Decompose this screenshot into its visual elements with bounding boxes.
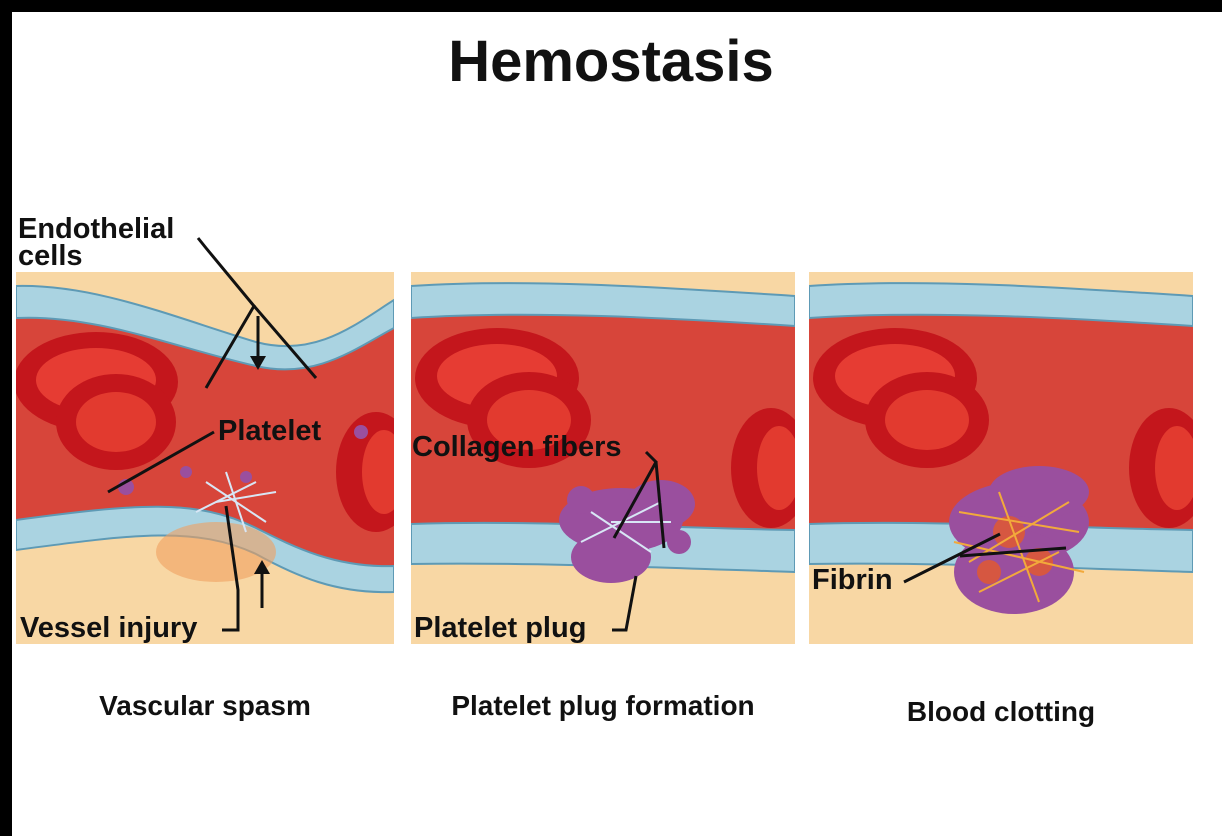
label-collagen-fibers: Collagen fibers	[412, 434, 622, 461]
label-endothelial-line2: cells	[18, 243, 174, 270]
caption-vascular-spasm: Vascular spasm	[16, 690, 394, 722]
label-endothelial-line1: Endothelial	[18, 216, 174, 243]
label-fibrin: Fibrin	[812, 567, 893, 594]
label-endothelial-cells: Endothelial cells	[18, 216, 174, 270]
caption-platelet-plug-formation: Platelet plug formation	[411, 690, 795, 722]
label-platelet: Platelet	[218, 418, 321, 445]
label-vessel-injury: Vessel injury	[20, 615, 197, 642]
caption-blood-clotting: Blood clotting	[809, 696, 1193, 728]
label-platelet-plug: Platelet plug	[414, 615, 586, 642]
